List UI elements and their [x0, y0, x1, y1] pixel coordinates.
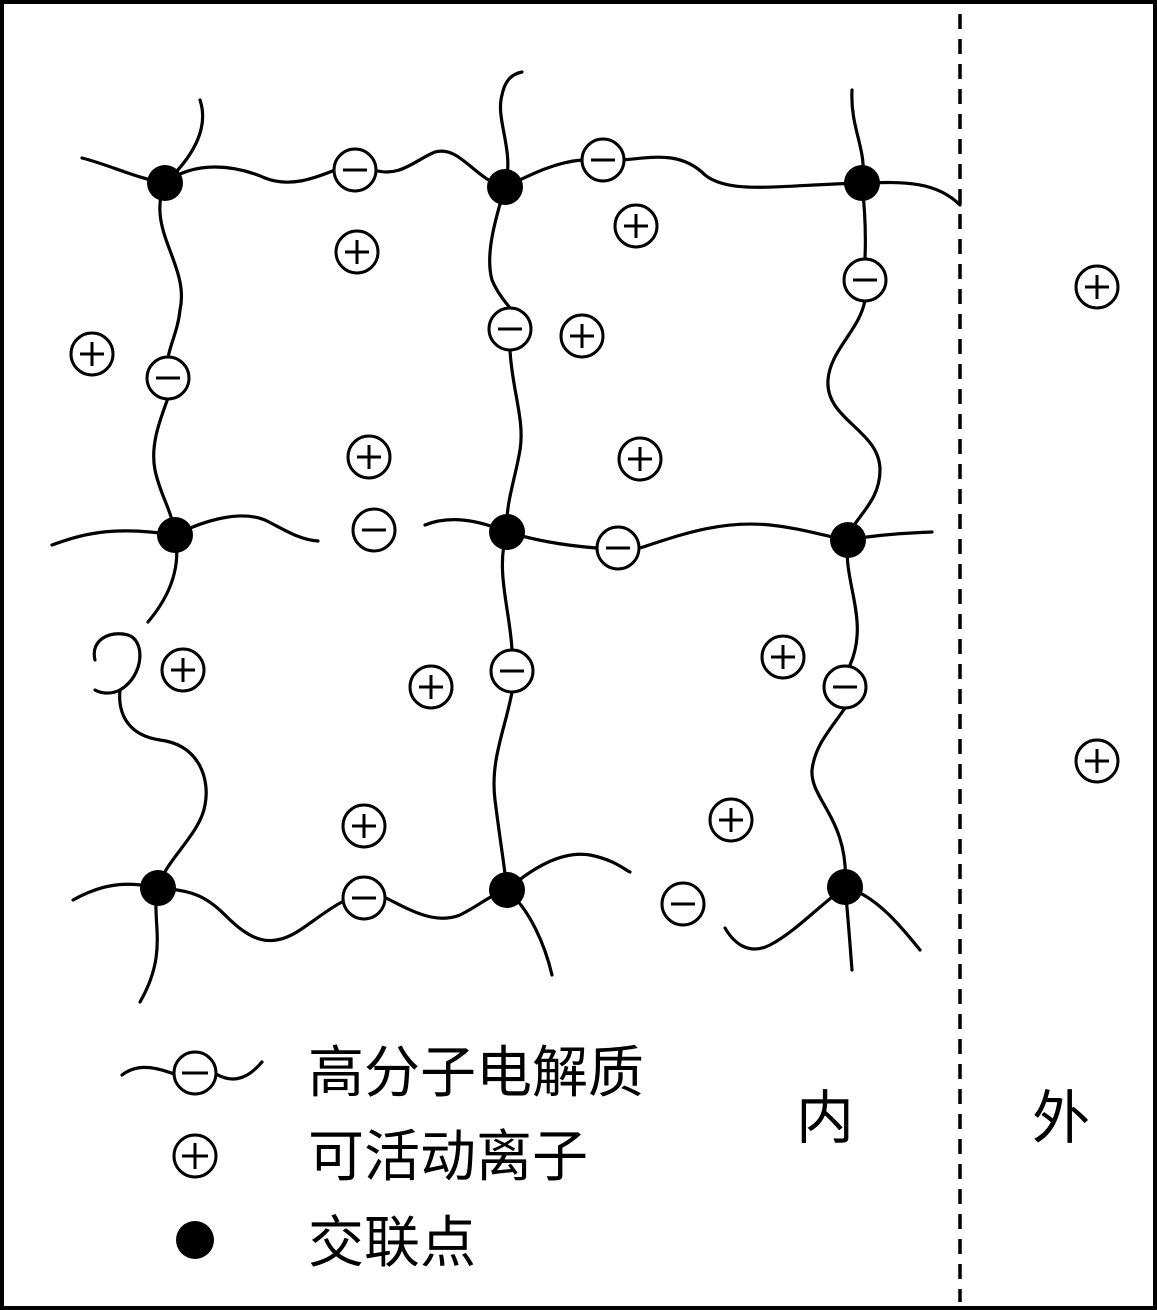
polymer-chain: [505, 852, 632, 892]
crosslink-point: [489, 514, 525, 550]
negative-charge-icon: [489, 648, 535, 694]
legend-crosslink-icon: [176, 1221, 214, 1259]
polymer-chain: [845, 538, 859, 667]
polymer-chain: [620, 155, 864, 189]
negative-charge-icon: [487, 306, 533, 352]
positive-ion-icon: [69, 331, 115, 377]
legend-chain-symbol: [214, 1060, 264, 1081]
negative-charge-icon: [351, 507, 397, 553]
positive-ion-icon: [160, 647, 206, 693]
polymer-chain: [384, 888, 509, 920]
bound-negative-charges: [145, 137, 888, 927]
negative-charge-icon: [842, 257, 888, 303]
polymer-chain: [638, 522, 850, 550]
polymer-chain: [505, 348, 523, 534]
crosslink-point: [157, 517, 193, 553]
negative-charge-icon: [822, 664, 868, 710]
outside-region-label: 外: [1032, 1084, 1090, 1152]
positive-ion-icon: [708, 797, 754, 843]
positive-ion-icon: [341, 803, 387, 849]
polymer-chain: [152, 396, 177, 537]
crosslink-point: [489, 872, 525, 908]
polymer-chain: [118, 688, 208, 890]
positive-ion-icon: [613, 203, 659, 249]
legend: 高分子电解质 可活动离子 交联点: [120, 1041, 644, 1276]
positive-ion-icon: [617, 436, 663, 482]
negative-charge-icon: [341, 875, 387, 921]
positive-ion-icon: [559, 313, 605, 359]
crosslink-point: [487, 169, 523, 205]
polymer-chain: [492, 690, 514, 892]
crosslink-point: [844, 165, 880, 201]
negative-charge-icon: [580, 137, 626, 183]
positive-ion-icon: [334, 229, 380, 275]
positive-ion-icon: [408, 664, 454, 710]
crosslink-point: [827, 869, 863, 905]
positive-ion-icon: [1074, 264, 1120, 310]
negative-charge-icon: [332, 147, 378, 193]
polymer-chain: [488, 185, 512, 310]
mobile-positive-ions: [69, 203, 1120, 849]
polymer-chain: [158, 181, 183, 360]
polymer-chain: [156, 886, 344, 943]
legend-crosslink-label: 交联点: [308, 1211, 476, 1276]
polymer-chain: [372, 149, 507, 189]
polymer-chain: [173, 514, 320, 543]
polymer-chain: [723, 885, 847, 951]
crosslink-points: [140, 165, 880, 908]
legend-chain-symbol: [120, 1065, 176, 1077]
legend-positive-ion-icon: [172, 1133, 218, 1179]
polymer-chain: [92, 632, 142, 695]
legend-mobile-ion-label: 可活动离子: [308, 1125, 588, 1190]
polymer-chain: [826, 298, 882, 542]
crosslink-point: [147, 165, 183, 201]
positive-ion-icon: [346, 434, 392, 480]
legend-polyelectrolyte-label: 高分子电解质: [308, 1041, 644, 1106]
polymer-chain: [50, 529, 177, 547]
polymer-chain: [498, 70, 524, 189]
inside-region-label: 内: [796, 1084, 854, 1152]
legend-negative-charge-icon: [172, 1050, 218, 1096]
polymer-chain: [810, 706, 847, 889]
negative-charge-icon: [145, 355, 191, 401]
negative-charge-icon: [660, 881, 706, 927]
crosslink-point: [830, 522, 866, 558]
positive-ion-icon: [1074, 738, 1120, 784]
negative-charge-icon: [595, 525, 641, 571]
polymer-chain: [163, 165, 337, 185]
positive-ion-icon: [760, 634, 806, 680]
crosslink-point: [140, 870, 176, 906]
